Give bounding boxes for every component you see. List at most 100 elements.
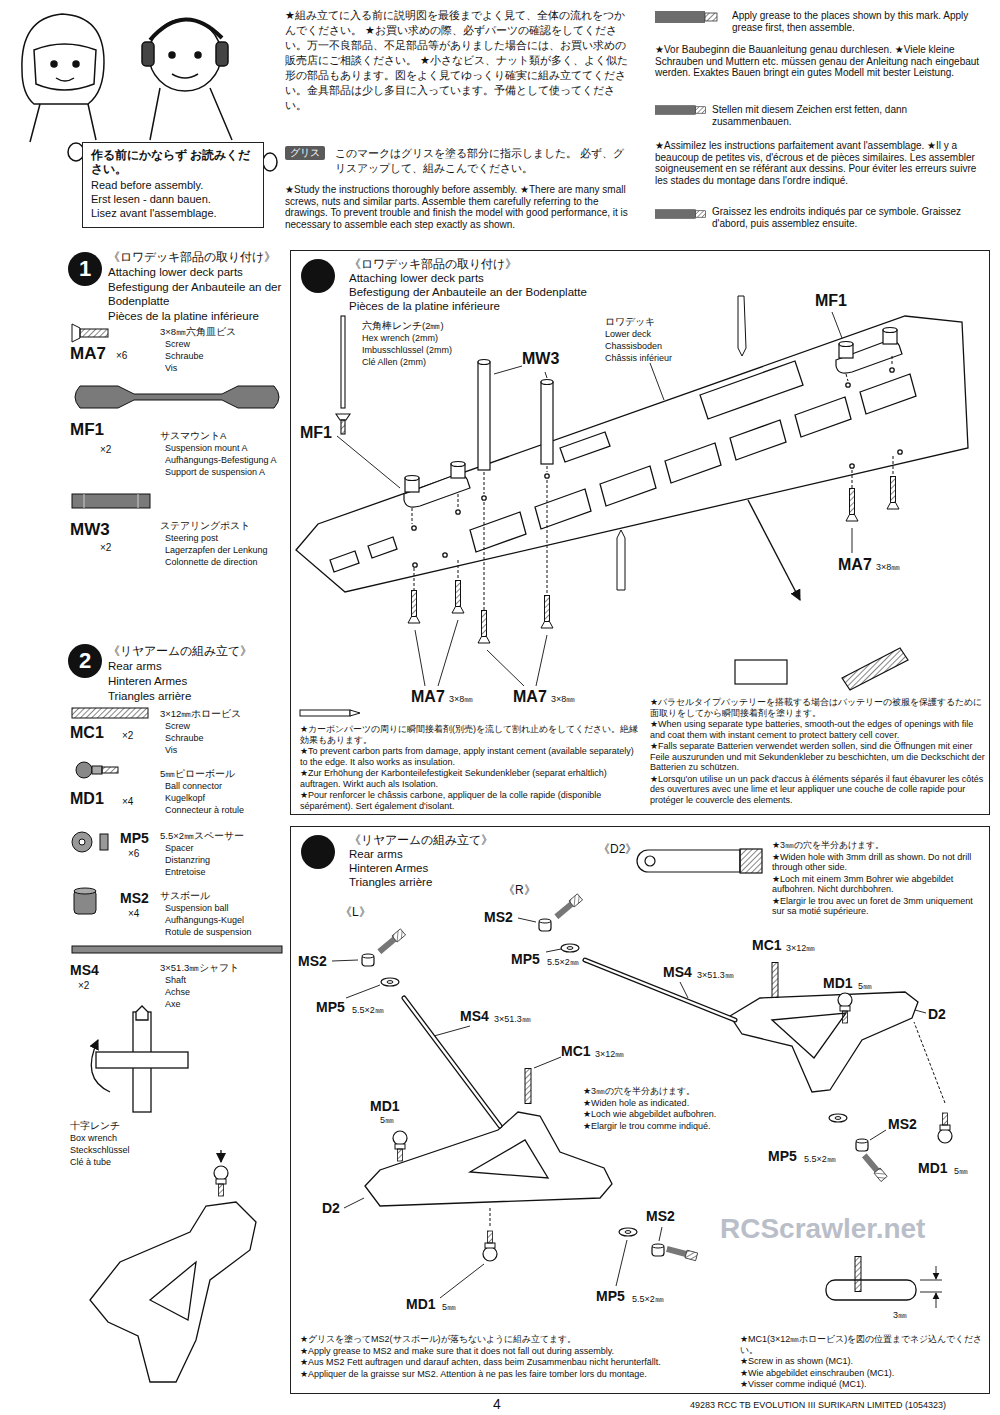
steering-post bbox=[541, 382, 553, 464]
leader-line bbox=[332, 960, 358, 961]
part-name: Colonnette de direction bbox=[165, 557, 258, 568]
cartoon-figures bbox=[56, 78, 74, 81]
part-code: MA7 bbox=[513, 688, 547, 706]
step-heading: Hinteren Armes bbox=[108, 674, 288, 688]
note-text: ★Pour renforcer le châssis carbone, appl… bbox=[300, 790, 640, 811]
grease-brush bbox=[861, 1153, 887, 1182]
arm-end-detail bbox=[637, 849, 762, 873]
cartoon-figures bbox=[172, 74, 198, 78]
leader-line bbox=[434, 1026, 470, 1036]
part-name: Hex wrench (2mm) bbox=[362, 333, 438, 344]
leader-line bbox=[659, 1227, 662, 1241]
part-code: MC1 bbox=[561, 1043, 591, 1059]
step-heading: 《リヤアームの組み立て》 bbox=[108, 644, 288, 658]
cartoon-figures bbox=[216, 42, 228, 66]
part-icon bbox=[102, 767, 118, 773]
cartoon-figures bbox=[150, 19, 222, 40]
grease-symbol bbox=[655, 105, 705, 115]
step-heading: Befestigung der Anbauteile an der Bodenp… bbox=[349, 285, 981, 299]
lower-deck bbox=[890, 368, 894, 372]
view-label: 《R》 bbox=[503, 883, 536, 897]
notice-sign: 作る前にかならず お読みください。Read before assembly.Er… bbox=[82, 142, 264, 228]
part-code: MD1 bbox=[918, 1160, 948, 1176]
cement-applicator bbox=[350, 710, 360, 716]
lower-deck bbox=[296, 316, 968, 592]
suspension-mount bbox=[405, 476, 419, 481]
part-icon bbox=[138, 494, 139, 508]
hex-wrench bbox=[341, 316, 345, 408]
leader-line bbox=[346, 985, 380, 998]
leader-line bbox=[415, 630, 425, 686]
step-digit: 2 bbox=[79, 649, 91, 673]
part-name: 5㎜ピローボール bbox=[160, 768, 235, 780]
view-label: 《L》 bbox=[340, 905, 371, 919]
dimension-label: 5㎜ bbox=[858, 981, 872, 992]
lower-deck bbox=[443, 553, 447, 557]
lower-deck bbox=[456, 510, 460, 514]
part-name: Clé à tube bbox=[70, 1157, 111, 1168]
small-part bbox=[772, 963, 778, 998]
lower-deck bbox=[330, 361, 803, 572]
small-part bbox=[938, 1113, 952, 1143]
part-code: MP5 bbox=[511, 951, 540, 967]
leader-line bbox=[534, 1057, 561, 1068]
part-name: Box wrench bbox=[70, 1133, 117, 1144]
leader-line bbox=[832, 312, 842, 338]
note-text: ★Falls separate Batterien verwendet werd… bbox=[650, 741, 985, 773]
box-wrench bbox=[91, 1040, 110, 1092]
small-part bbox=[619, 1228, 637, 1236]
steering-post bbox=[541, 380, 553, 385]
note-text: ★Wie abgebildet einschrauben (MC1). bbox=[740, 1368, 985, 1379]
part-icon bbox=[74, 888, 96, 894]
part-name: ロワデッキ bbox=[605, 316, 655, 328]
grease-brush bbox=[377, 894, 888, 1261]
part-name: ステアリングポスト bbox=[160, 520, 250, 532]
part-code: MP5 bbox=[120, 830, 149, 846]
part-icon bbox=[72, 324, 80, 342]
lower-deck bbox=[846, 383, 850, 387]
part-name: Aufhängungs-Befestigung A bbox=[165, 455, 277, 466]
part-icon bbox=[92, 766, 102, 774]
part-code: MS2 bbox=[120, 890, 149, 906]
suspension-mount bbox=[404, 475, 470, 507]
mark-text: グリス bbox=[290, 147, 320, 159]
step-heading: Attaching lower deck parts bbox=[349, 271, 981, 285]
step-heading: Rear arms bbox=[108, 659, 288, 673]
leader-line bbox=[650, 363, 664, 400]
assembly-line bbox=[852, 470, 853, 488]
part-name: Châssis inférieur bbox=[605, 353, 672, 364]
small-part bbox=[856, 1139, 868, 1151]
leader-line bbox=[487, 650, 524, 686]
quantity: ×6 bbox=[128, 848, 139, 860]
part-icon bbox=[72, 708, 148, 718]
part-name: Steering post bbox=[165, 533, 218, 544]
note-text: ★3㎜の穴を半分あけます。 bbox=[772, 840, 985, 851]
intro-text: ★Assimilez les instructions parfaitement… bbox=[655, 140, 990, 186]
assembly-line bbox=[458, 560, 459, 580]
note-text: ★Loch wie abgebildet aufbohren. bbox=[583, 1109, 743, 1120]
part-icon bbox=[84, 494, 85, 508]
battery-edge-detail bbox=[735, 648, 908, 690]
cartoon-figures bbox=[73, 61, 79, 67]
step-heading: 《リヤアームの組み立て》 bbox=[349, 833, 981, 847]
intro-text: ★Vor Baubeginn die Bauanleitung genau du… bbox=[655, 44, 990, 79]
cartoon-figures bbox=[169, 52, 175, 58]
dimension-line bbox=[936, 1266, 937, 1279]
screw bbox=[541, 596, 553, 629]
box-wrench bbox=[96, 1052, 188, 1068]
suspension-arm bbox=[826, 1280, 916, 1300]
dimension-label: 3×8㎜ bbox=[551, 694, 575, 705]
part-code: MD1 bbox=[370, 1098, 400, 1114]
small-part bbox=[539, 919, 551, 931]
assembly-line bbox=[458, 494, 459, 508]
cartoon-figures bbox=[149, 19, 221, 91]
footer-code: 49283 RCC TB EVOLUTION III SURIKARN LIMI… bbox=[690, 1400, 946, 1411]
intro-text: ★Study the instructions thoroughly befor… bbox=[285, 184, 630, 230]
part-code: MS2 bbox=[646, 1208, 675, 1224]
direction-arrow bbox=[748, 500, 800, 600]
part-name: Rotule de suspension bbox=[165, 927, 252, 938]
note-text: ★バラセルタイプバッテリーを搭載する場合はバッテリーの被服を保護するために面取り… bbox=[650, 697, 985, 718]
suspension-mount bbox=[883, 328, 897, 333]
leader-line bbox=[536, 635, 547, 686]
step-digit: 1 bbox=[315, 269, 321, 283]
